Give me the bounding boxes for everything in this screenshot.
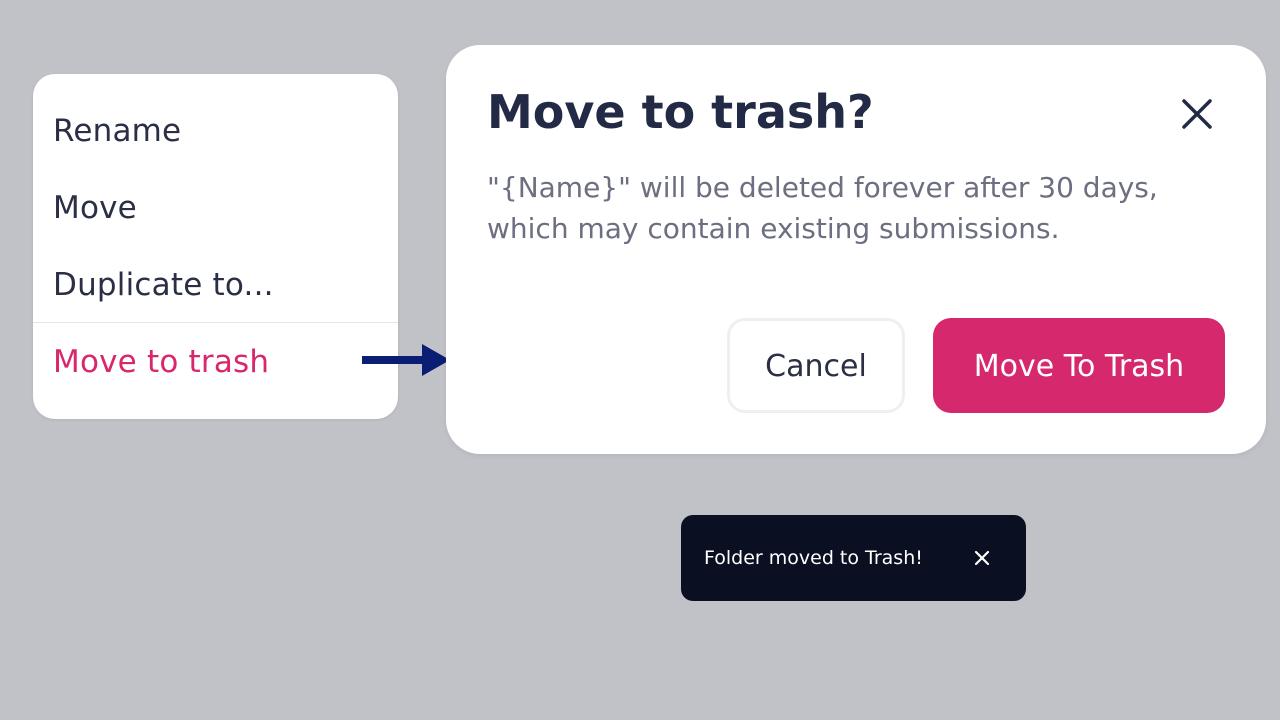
menu-item-move[interactable]: Move — [53, 190, 137, 226]
toast-notification: Folder moved to Trash! — [681, 515, 1026, 601]
arrow-right-icon — [362, 344, 450, 376]
close-icon — [1182, 99, 1212, 129]
menu-item-duplicate[interactable]: Duplicate to... — [53, 267, 274, 303]
dialog-close-button[interactable] — [1178, 95, 1216, 133]
move-to-trash-dialog: Move to trash? "{Name}" will be deleted … — [446, 45, 1266, 454]
move-to-trash-button[interactable]: Move To Trash — [933, 318, 1225, 413]
cancel-button[interactable]: Cancel — [727, 318, 905, 413]
toast-message: Folder moved to Trash! — [704, 547, 923, 569]
menu-item-rename[interactable]: Rename — [53, 113, 182, 149]
close-icon — [974, 550, 990, 566]
toast-close-button[interactable] — [973, 549, 991, 567]
menu-item-move-to-trash[interactable]: Move to trash — [53, 344, 270, 380]
dialog-title: Move to trash? — [487, 85, 874, 139]
context-menu: Rename Move Duplicate to... Move to tras… — [33, 74, 398, 419]
dialog-message: "{Name}" will be deleted forever after 3… — [487, 171, 1158, 245]
menu-divider — [33, 322, 398, 323]
